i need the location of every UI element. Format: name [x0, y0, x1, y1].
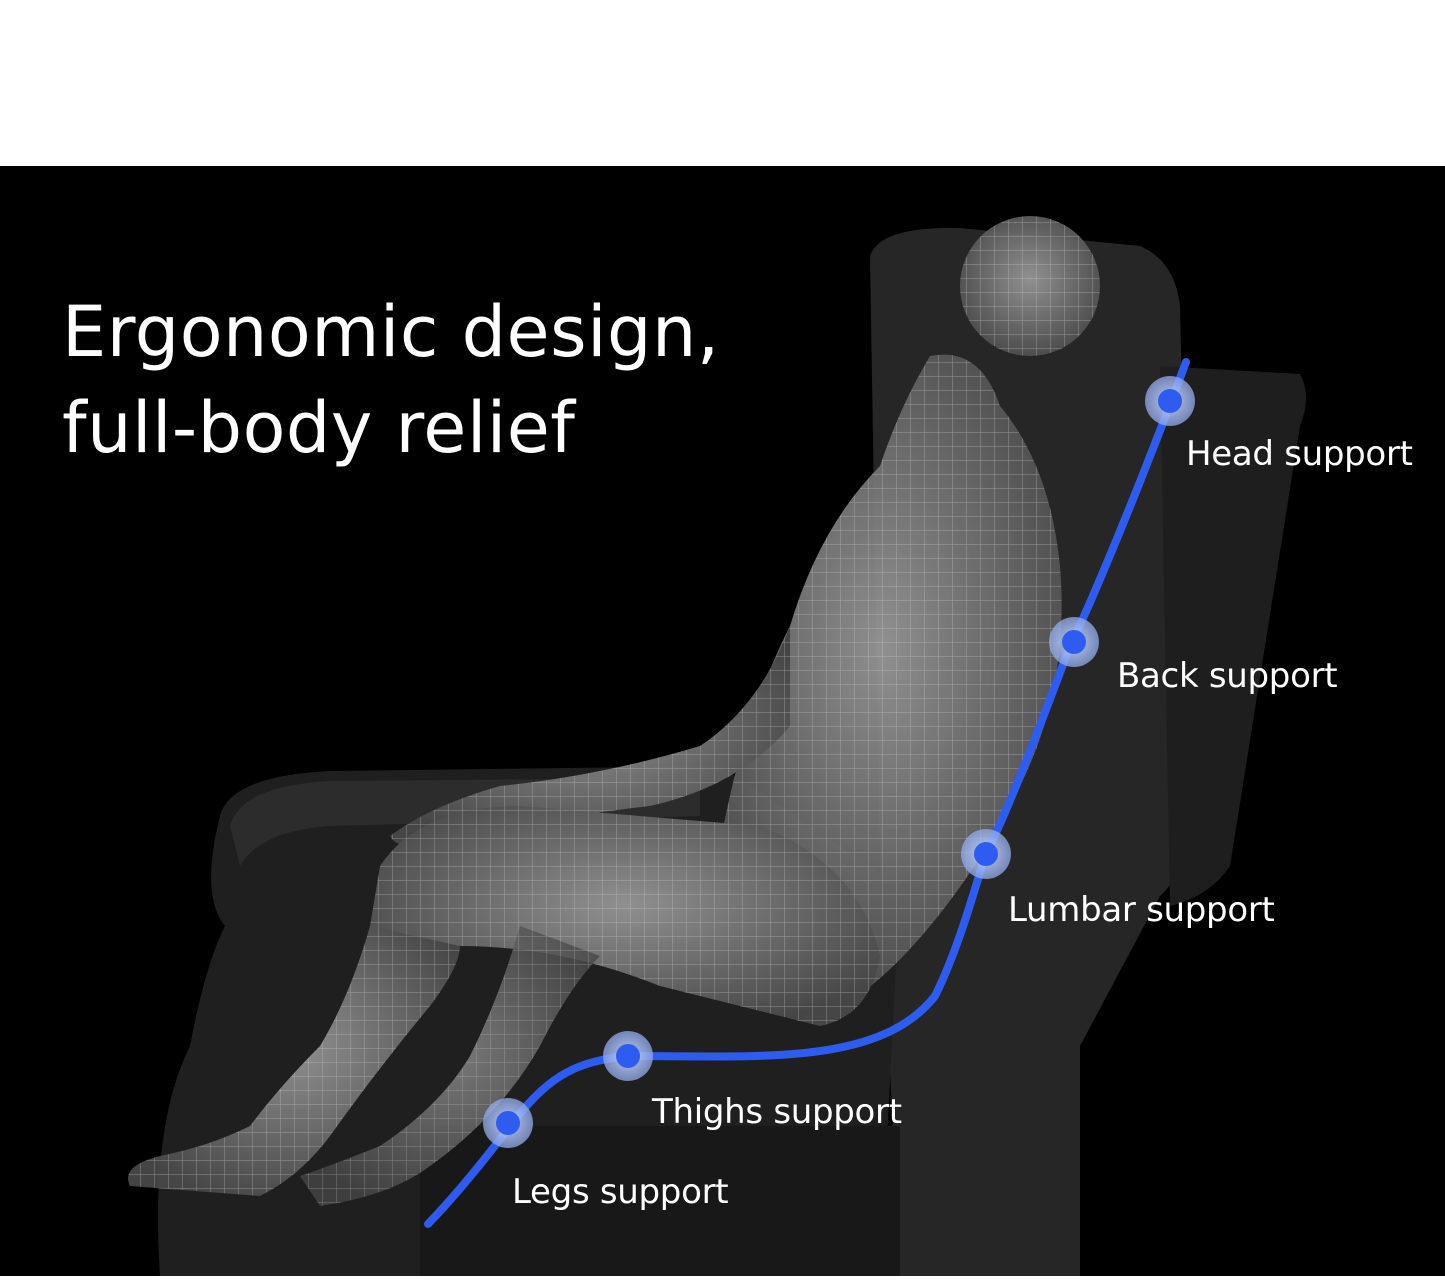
label-back-support: Back support: [1117, 656, 1338, 696]
support-dot-back: [1049, 617, 1099, 667]
chair-illustration: Ergonomic design, full-body relief Head …: [0, 166, 1445, 1276]
headline: Ergonomic design, full-body relief: [62, 284, 720, 476]
support-dot-lumbar: [961, 829, 1011, 879]
chair-figure-graphic: [128, 216, 1306, 1276]
label-lumbar-support: Lumbar support: [1008, 890, 1275, 930]
support-dot-legs: [483, 1098, 533, 1148]
chair-wing: [1160, 366, 1306, 906]
headline-line-1: Ergonomic design,: [62, 291, 720, 373]
label-thighs-support: Thighs support: [652, 1092, 902, 1132]
support-dot-head: [1145, 376, 1195, 426]
support-dot-thighs: [603, 1031, 653, 1081]
headline-line-2: full-body relief: [62, 387, 576, 469]
top-margin: [0, 0, 1445, 166]
label-legs-support: Legs support: [512, 1172, 729, 1212]
label-head-support: Head support: [1186, 434, 1413, 474]
